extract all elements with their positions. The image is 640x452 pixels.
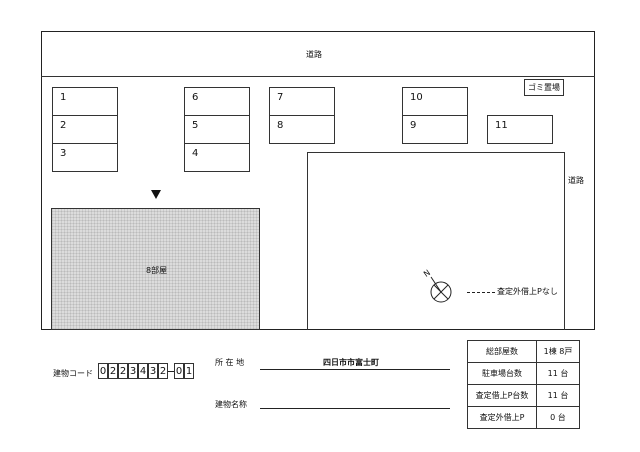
site-frame	[41, 31, 595, 330]
slot-label: 5	[192, 120, 199, 131]
building-block: 8部屋	[51, 208, 260, 330]
code-digit: 1	[184, 363, 194, 379]
table-cell-label: 査定外借上P	[467, 406, 537, 429]
location-label: 所 在 地	[215, 358, 245, 367]
dashed-line	[467, 292, 495, 293]
table-cell-value: 1棟 8戸	[536, 340, 580, 363]
parking-slot-1: 1	[52, 87, 118, 116]
code-digit: 0	[174, 363, 184, 379]
parking-slot-3: 3	[52, 143, 118, 172]
road-right-label: 道路	[568, 176, 584, 185]
building-room-count: 8部屋	[146, 266, 168, 275]
table-row: 査定借上P台数 11 台	[467, 384, 580, 407]
slot-label: 9	[410, 120, 417, 131]
parking-slot-5: 5	[184, 115, 250, 144]
parking-slot-7: 7	[269, 87, 335, 116]
parking-slot-8: 8	[269, 115, 335, 144]
location-value: 四日市市富士町	[323, 358, 379, 367]
slot-label: 2	[60, 120, 67, 131]
building-name-underline	[260, 408, 450, 409]
parking-slot-6: 6	[184, 87, 250, 116]
slot-label: 4	[192, 148, 199, 159]
table-row: 査定外借上P 0 台	[467, 406, 580, 429]
road-top-label: 道路	[306, 50, 322, 59]
code-digit: 3	[148, 363, 158, 379]
parking-slot-2: 2	[52, 115, 118, 144]
parking-slot-11: 11	[487, 115, 553, 144]
code-digit: 2	[158, 363, 168, 379]
code-digit: 4	[138, 363, 148, 379]
code-digit: 0	[98, 363, 108, 379]
building-name-label: 建物名称	[215, 400, 247, 409]
table-cell-label: 査定借上P台数	[467, 384, 537, 407]
parking-slot-10: 10	[402, 87, 468, 116]
table-cell-label: 駐車場台数	[467, 362, 537, 385]
slot-label: 1	[60, 92, 67, 103]
code-digit: 3	[128, 363, 138, 379]
code-digit: 2	[108, 363, 118, 379]
slot-label: 3	[60, 148, 67, 159]
garbage-area: ゴミ置場	[524, 79, 564, 96]
parking-slot-9: 9	[402, 115, 468, 144]
assessment-note: 査定外借上Pなし	[497, 287, 558, 296]
slot-label: 7	[277, 92, 284, 103]
table-cell-label: 総部屋数	[467, 340, 537, 363]
code-separator	[168, 371, 174, 372]
parking-slot-4: 4	[184, 143, 250, 172]
table-cell-value: 11 台	[536, 362, 580, 385]
summary-table: 総部屋数 1棟 8戸 駐車場台数 11 台 査定借上P台数 11 台 査定外借上…	[467, 340, 580, 429]
table-row: 総部屋数 1棟 8戸	[467, 340, 580, 363]
table-cell-value: 11 台	[536, 384, 580, 407]
adjacent-lot	[307, 152, 565, 330]
entrance-arrow-icon	[151, 190, 161, 199]
slot-label: 6	[192, 92, 199, 103]
location-underline	[260, 369, 450, 370]
slot-label: 10	[410, 92, 423, 103]
slot-label: 11	[495, 120, 508, 131]
table-cell-value: 0 台	[536, 406, 580, 429]
slot-label: 8	[277, 120, 284, 131]
building-code-label: 建物コード	[53, 369, 93, 378]
code-digit: 2	[118, 363, 128, 379]
road-top-edge	[41, 76, 595, 77]
table-row: 駐車場台数 11 台	[467, 362, 580, 385]
north-arrow-icon	[430, 276, 452, 303]
